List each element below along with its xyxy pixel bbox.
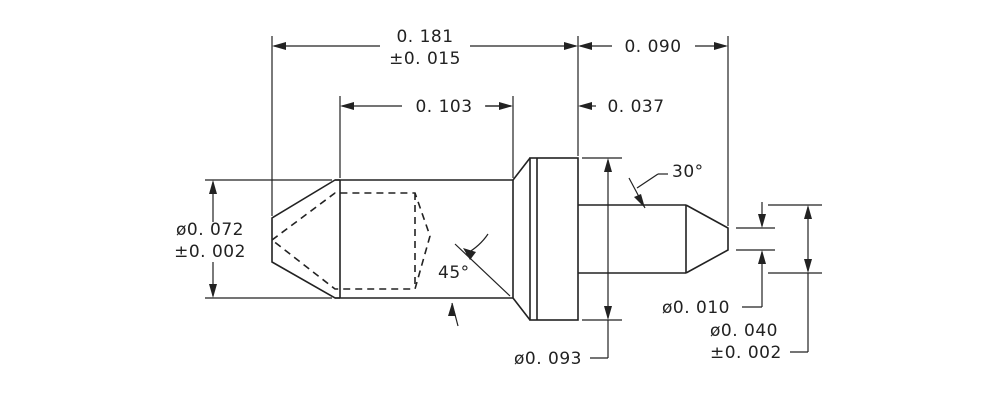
flange-diameter-label: ø0. 093 (514, 349, 582, 369)
flange-length-label: 0. 037 (607, 97, 664, 117)
extension-lines (205, 36, 822, 321)
tip-angle-label: 30° (672, 162, 704, 182)
body-diameter-tolerance: ±0. 002 (174, 242, 246, 262)
dim-overall-length: 0. 181 ±0. 015 (272, 27, 578, 69)
tip-point-diameter-label: ø0. 010 (662, 298, 730, 318)
dim-flange-diameter: ø0. 093 (514, 158, 612, 369)
pin-diameter-tolerance: ±0. 002 (710, 343, 782, 363)
body-diameter-label: ø0. 072 (176, 220, 244, 240)
dim-chamfer-angle: 45° (438, 233, 511, 327)
dim-tip-point-diameter: ø0. 010 (662, 202, 766, 318)
pin-diameter-label: ø0. 040 (710, 321, 778, 341)
dim-body-length: 0. 103 (340, 97, 513, 117)
overall-length-label: 0. 181 (396, 27, 453, 47)
dim-pin-diameter: ø0. 040 ±0. 002 (710, 205, 812, 363)
dim-tip-angle: 30° (628, 162, 704, 209)
overall-length-tolerance: ±0. 015 (389, 49, 461, 69)
dim-tip-length: 0. 090 (578, 37, 728, 57)
hidden-lines (271, 192, 431, 290)
pin-part-outline (271, 157, 729, 321)
tip-length-label: 0. 090 (624, 37, 681, 57)
dim-flange-length: 0. 037 (486, 97, 664, 117)
dim-body-diameter: ø0. 072 ±0. 002 (174, 180, 246, 298)
chamfer-angle-label: 45° (438, 263, 470, 283)
body-length-label: 0. 103 (415, 97, 472, 117)
